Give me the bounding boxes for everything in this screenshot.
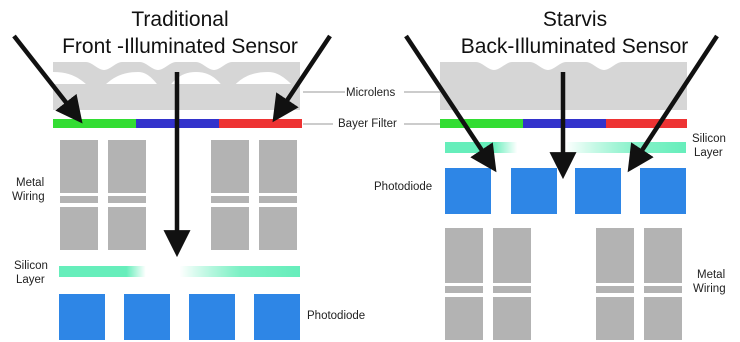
right-metal-wiring-label-2: Wiring [693,283,726,295]
microlens-label: Microlens [346,87,396,99]
bayer-filter-red-right [606,119,687,128]
left-silicon-layer-label-2: Layer [16,274,45,286]
photodiodes-left [59,294,300,340]
silicon-layer-right [445,142,686,153]
right-title-line2: Back-Illuminated Sensor [460,35,689,58]
arrow-right-3 [627,34,719,173]
right-title-line1: Starvis [542,8,608,31]
left-metal-wiring-label-2: Wiring [12,191,45,203]
bayer-filter-red-left [219,119,302,128]
bayer-filter-green-left [53,119,136,128]
metal-wiring-left [60,140,297,250]
microlens-right-bumps [476,62,622,70]
light-arrows-right [404,34,719,180]
right-silicon-layer-label-2: Layer [694,147,723,159]
arrow-left-1 [12,34,83,124]
right-photodiode-label: Photodiode [374,181,433,193]
left-silicon-layer-label-1: Silicon [14,260,48,272]
microlens-left-bumps [86,62,232,70]
arrow-right-1 [404,34,497,173]
photodiodes-right [445,168,686,214]
bayer-filter-green-right [440,119,523,128]
left-photodiode-label: Photodiode [307,310,366,322]
silicon-layer-left [59,266,300,277]
right-metal-wiring-label-1: Metal [697,269,726,281]
left-title-line2: Front -Illuminated Sensor [62,35,298,58]
arrow-left-3 [272,34,332,123]
right-silicon-layer-label-1: Silicon [692,133,726,145]
bayer-filter-label: Bayer Filter [338,118,397,130]
metal-wiring-right [445,228,682,340]
left-title-line1: Traditional [131,8,229,31]
left-metal-wiring-label-1: Metal [16,177,45,189]
light-arrows-left [12,34,332,258]
